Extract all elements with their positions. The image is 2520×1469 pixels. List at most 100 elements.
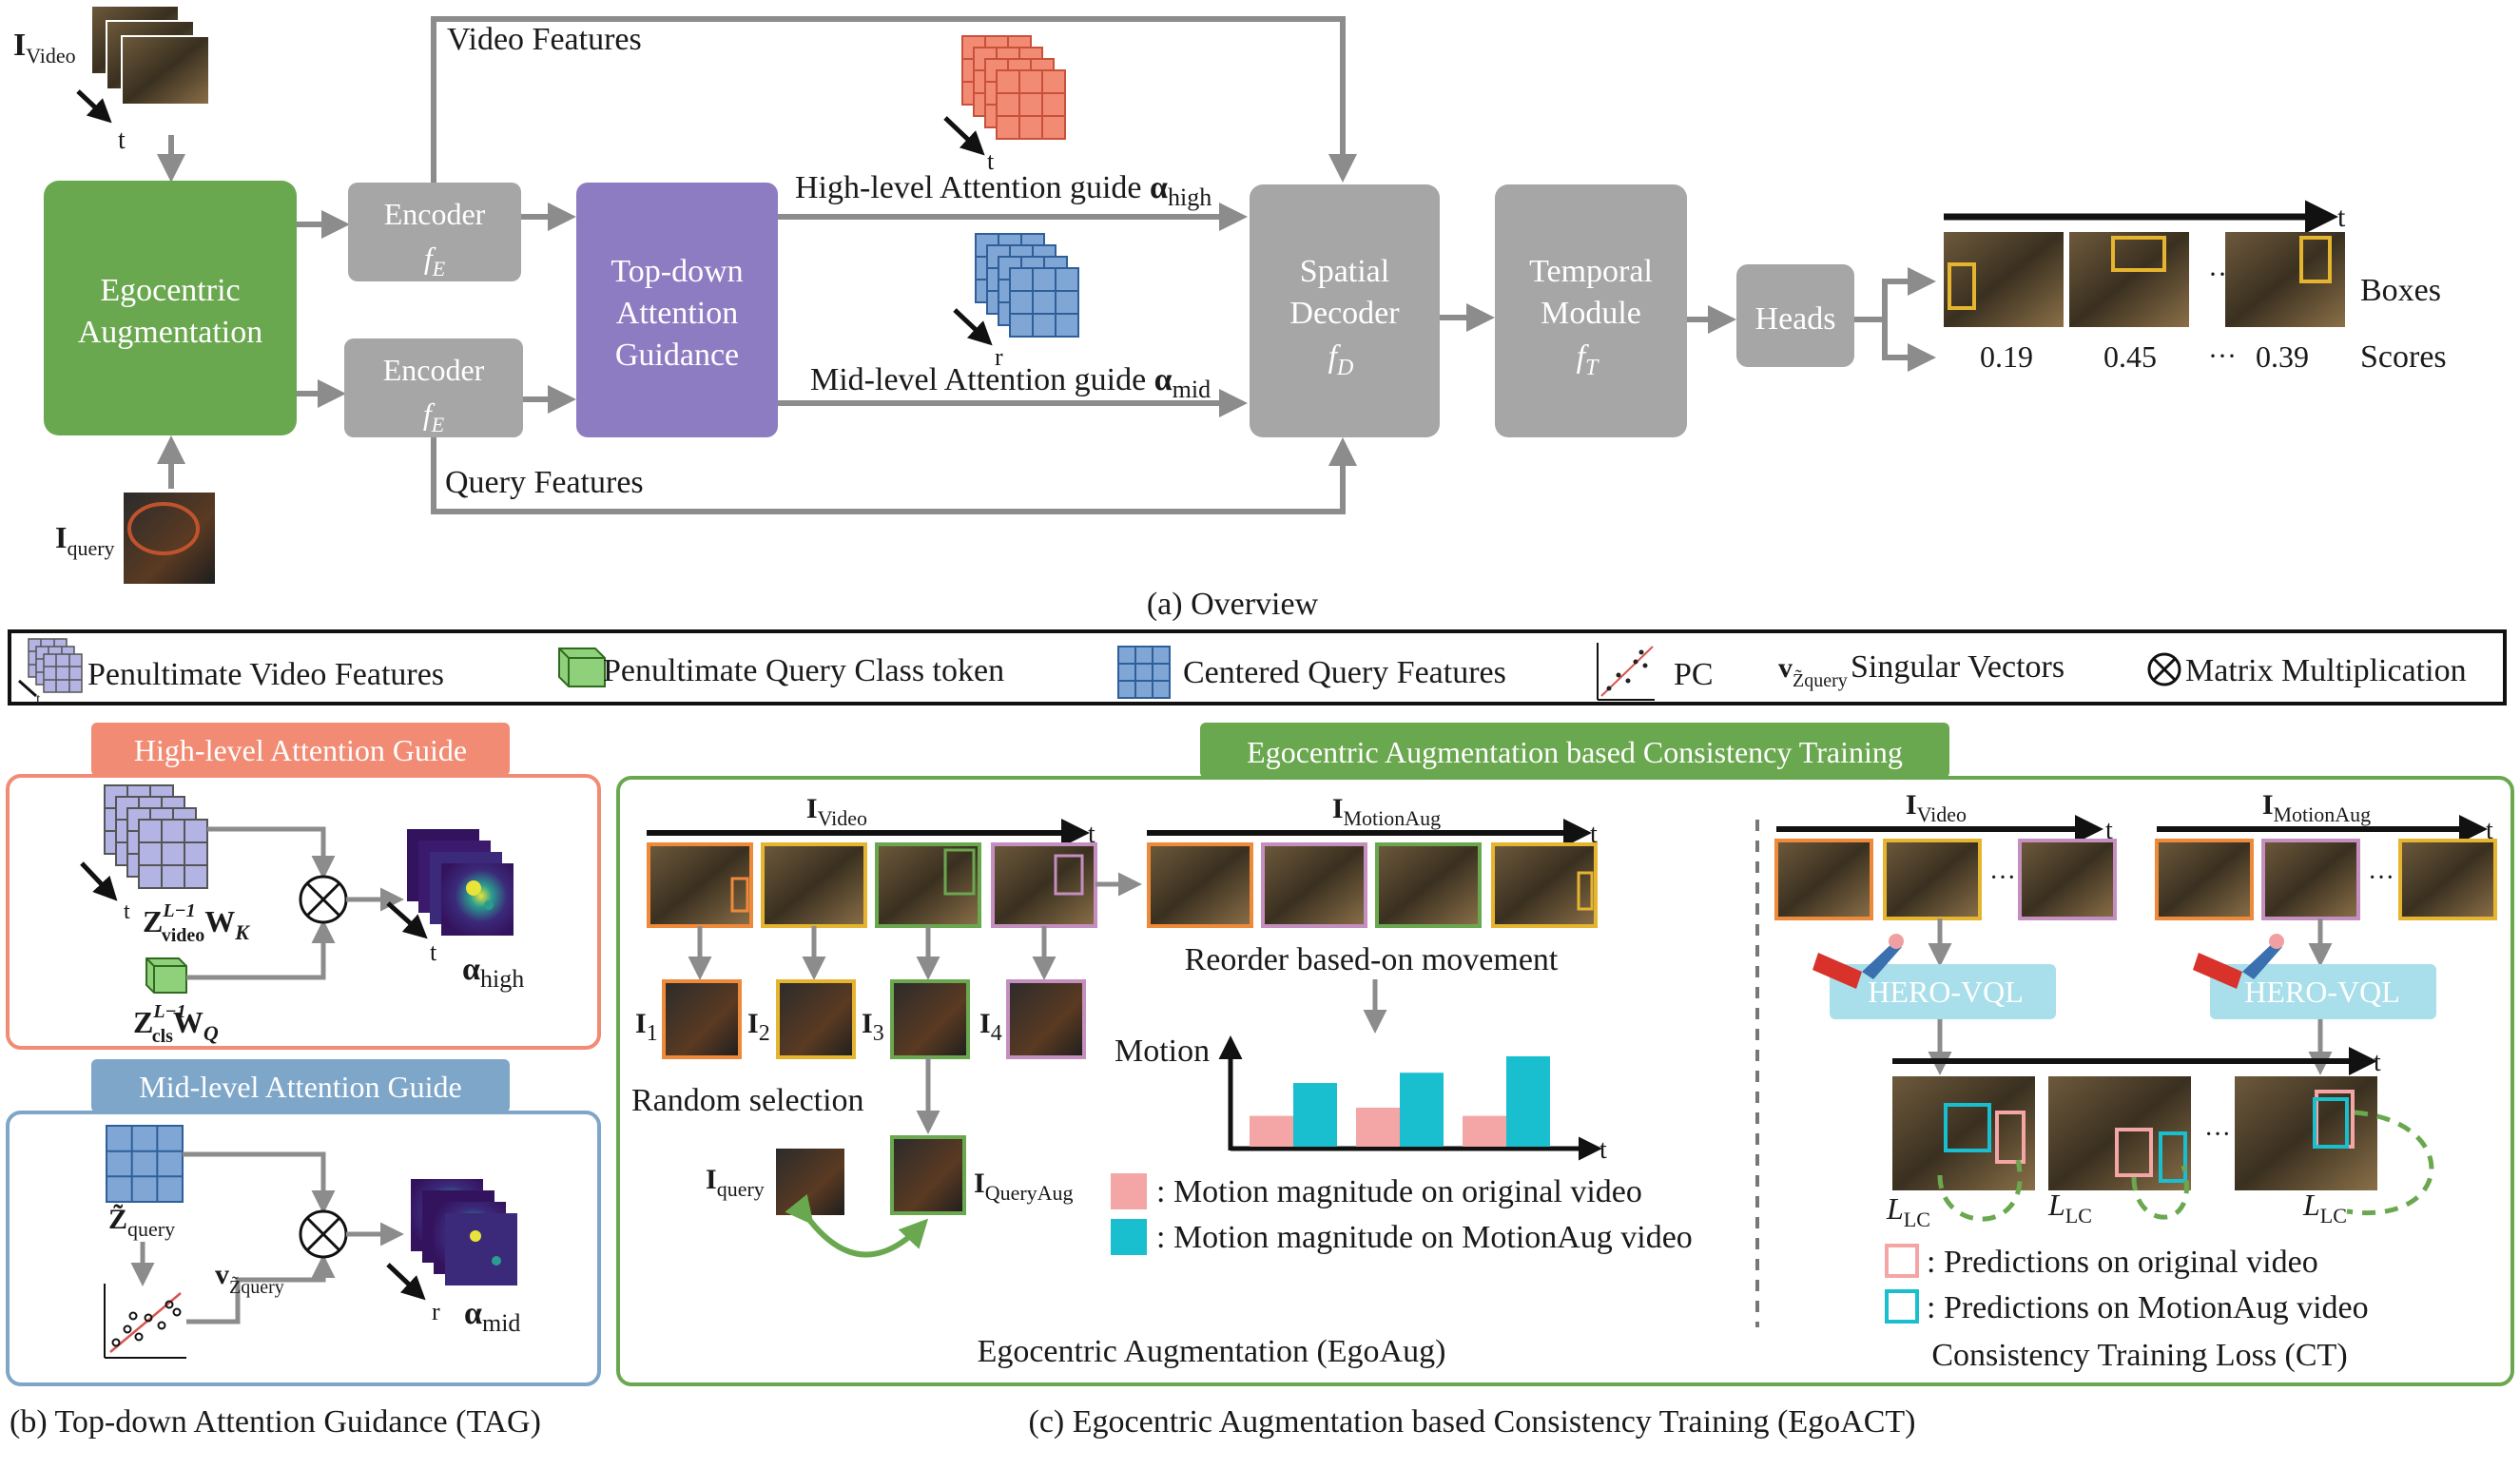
svg-text:t: t: [430, 938, 437, 966]
pc-scatter-legend-icon: [1597, 643, 1655, 701]
alpha-high-heatmap: t: [386, 829, 514, 966]
high-level-guide-label: High-level Attention guide αhigh: [795, 170, 1212, 211]
overview-section: t IVideo Egocentric Augmentation Iquery …: [13, 5, 2447, 622]
temporal-module-line1: Temporal: [1529, 254, 1653, 289]
motion-bar-original-1: [1250, 1115, 1293, 1147]
egoaug-time: t: [1088, 820, 1095, 849]
motion-bar-chart: Motion t: [1115, 1034, 1607, 1165]
mid-grid-time: r: [995, 343, 1003, 371]
reorder-label: Reorder based-on movement: [1185, 942, 1559, 977]
circle-times-icon: [2147, 652, 2181, 686]
alpha-high-label: αhigh: [462, 952, 524, 993]
z-cls-token-icon: [145, 957, 187, 994]
z-query-grid-icon: [106, 1125, 184, 1203]
motion-bars: [1250, 1055, 1550, 1147]
mid-level-guide-title-bg: [91, 1059, 510, 1112]
mid-level-attention-grid-icon: r: [953, 233, 1079, 371]
query-class-token-legend-icon: [558, 648, 606, 687]
alpha-mid-label: αmid: [464, 1296, 520, 1337]
legend-centered-query: Centered Query Features: [1183, 655, 1506, 690]
tag-caption: (b) Top-down Attention Guidance (TAG): [10, 1404, 541, 1440]
ct-prediction-frames: [1892, 1076, 2377, 1190]
pc-scatter-plot: [104, 1284, 186, 1359]
lc-loop-2: [2131, 1165, 2189, 1220]
input-query-label: Iquery: [55, 520, 115, 560]
output-frame-2: [2069, 232, 2189, 327]
legend-singular-vectors: Singular Vectors: [1851, 649, 2064, 685]
ct-caption: Consistency Training Loss (CT): [1931, 1338, 2347, 1373]
ct-pred-ellipsis: ···: [2204, 1120, 2231, 1150]
output-frame-3: [2225, 232, 2345, 327]
motion-bar-original-2: [1356, 1107, 1400, 1147]
encoder-top-label: Encoder: [384, 197, 486, 231]
frame-i3: I3: [862, 1008, 884, 1046]
matmul-mid-icon: [299, 1209, 348, 1259]
pred-legend-swatch-aug: [1885, 1289, 1919, 1324]
temporal-module-box: [1495, 184, 1687, 437]
random-selection-label: Random selection: [631, 1083, 864, 1118]
legend-matrix-multiplication: Matrix Multiplication: [2185, 653, 2467, 688]
ct-motionaug-label: IMotionAug: [2262, 789, 2371, 826]
mid-level-guide-label: Mid-level Attention guide αmid: [810, 362, 1211, 403]
egoact-panel: Egocentric Augmentation based Consistenc…: [616, 723, 2514, 1440]
z-query-label: Z̃query: [108, 1204, 175, 1241]
spatial-decoder-box: [1250, 184, 1440, 437]
v-zquery-label: vZ̃query: [215, 1259, 284, 1298]
motionaug-video-frames: [1147, 842, 1598, 928]
svg-text:t: t: [36, 691, 41, 707]
hero-vql-box-1: [1830, 964, 2056, 1019]
spatial-decoder-line1: Spatial: [1300, 254, 1389, 289]
score-2: 0.45: [2103, 339, 2157, 374]
hero-vql-label-2: HERO-VQL: [2244, 975, 2400, 1009]
ct-pred-time: t: [2374, 1048, 2381, 1077]
motion-legend-swatch-original: [1111, 1173, 1147, 1209]
grabber-claw-icon: [2193, 934, 2284, 989]
motion-bar-original-3: [1463, 1115, 1506, 1147]
hero-vql-box-2: [2210, 964, 2436, 1019]
overview-caption: (a) Overview: [1147, 587, 1319, 622]
ct-video-ellipsis: ···: [1989, 863, 2016, 893]
egoaug-video-frames: [647, 842, 1097, 928]
tag-line3: Guidance: [615, 338, 739, 373]
ego-aug-line1: Egocentric: [100, 273, 240, 308]
ct-video-frames: [1774, 839, 2117, 920]
frame-i2: I2: [747, 1008, 770, 1046]
input-query-thumbnail: [124, 493, 215, 584]
input-video-thumbnails: t: [76, 5, 210, 155]
lc-loop-1: [1937, 1159, 2023, 1222]
boxes-label: Boxes: [2360, 273, 2441, 308]
output-time: t: [2337, 202, 2346, 233]
heads-box: [1736, 264, 1854, 367]
pred-legend-aug: : Predictions on MotionAug video: [1927, 1290, 2369, 1325]
scores-ellipsis: ···: [2208, 340, 2237, 372]
egocentric-augmentation-box: [44, 181, 297, 435]
ct-motionaug-ellipsis: ···: [2368, 863, 2394, 893]
temporal-module-line2: Module: [1541, 296, 1641, 331]
top-down-attention-guidance-box: [576, 183, 778, 437]
tag-line2: Attention: [616, 296, 738, 331]
egoaug-queryaug-label: IQueryAug: [974, 1168, 1074, 1205]
pred-legend-original: : Predictions on original video: [1927, 1245, 2318, 1280]
z-video-grid-icon: t: [80, 784, 208, 924]
motion-legend-original: : Motion magnitude on original video: [1156, 1174, 1642, 1209]
motionaug-time: t: [1590, 820, 1598, 849]
ct-video-time: t: [2105, 816, 2113, 845]
motion-legend-aug: : Motion magnitude on MotionAug video: [1156, 1220, 1693, 1255]
svg-text:t: t: [124, 899, 130, 924]
mid-level-guide-title: Mid-level Attention Guide: [139, 1070, 462, 1104]
egoaug-queryaug-image: [890, 1135, 966, 1215]
scores-label: Scores: [2360, 339, 2447, 375]
frame-i4: I4: [979, 1008, 1002, 1046]
heads-label: Heads: [1755, 301, 1836, 337]
lc-label-2: LLC: [2047, 1188, 2092, 1227]
ct-motionaug-frames: [2155, 839, 2497, 920]
crop-frames: [662, 979, 1086, 1059]
centered-query-features-legend-icon: [1117, 646, 1171, 699]
spatial-decoder-line2: Decoder: [1289, 296, 1400, 331]
egoaug-video-label: IVideo: [806, 793, 867, 830]
egoaug-query-label: Iquery: [706, 1164, 765, 1201]
video-features-label: Video Features: [447, 22, 642, 57]
input-video-label: IVideo: [13, 28, 76, 68]
